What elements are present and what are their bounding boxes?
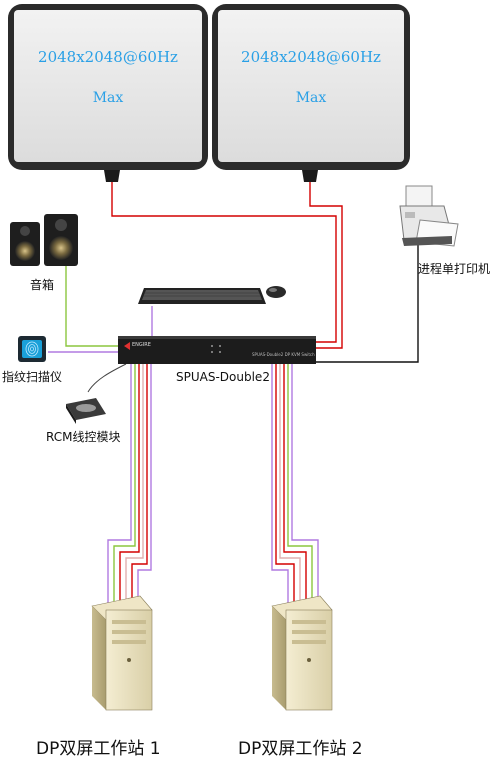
rcm-module-icon — [66, 398, 106, 424]
monitor-1-resolution: 2048x2048@60Hz — [38, 48, 178, 66]
video-cable-monitor-2 — [309, 182, 343, 349]
workstation-2-label: DP双屏工作站 2 — [238, 739, 363, 759]
workstation-1-label: DP双屏工作站 1 — [36, 739, 161, 759]
cables — [48, 182, 419, 604]
cable-bundle-ws1 — [107, 364, 152, 604]
speakers-icon — [10, 214, 78, 266]
rcm-cable — [87, 363, 127, 393]
switch-label: SPUAS-Double2 — [176, 370, 270, 384]
workstation-2-tower — [271, 595, 333, 711]
video-cable-monitor-1 — [111, 182, 337, 343]
monitor-2 — [212, 4, 410, 182]
monitor-2-mode: Max — [295, 90, 327, 106]
monitor-1 — [8, 4, 208, 182]
speakers-label: 音箱 — [30, 278, 55, 292]
switch-model-line: SPUAS-Double2 DP KVM Switch — [252, 352, 315, 357]
kvm-switch — [118, 336, 316, 364]
monitor-1-mode: Max — [92, 90, 124, 106]
fingerprint-scanner-icon — [18, 336, 46, 362]
switch-brand: ENGIRE — [132, 342, 151, 348]
audio-cable — [65, 262, 118, 347]
rcm-label: RCM线控模块 — [46, 430, 121, 444]
printer-cable — [316, 244, 419, 363]
mouse-icon — [266, 286, 286, 298]
fingerprint-label: 指纹扫描仪 — [2, 370, 63, 384]
printer-icon — [399, 185, 459, 247]
cable-bundle-ws2 — [271, 364, 319, 604]
workstation-1-tower — [91, 595, 153, 711]
printer-label: 进程单打印机 — [418, 262, 491, 276]
monitor-2-resolution: 2048x2048@60Hz — [241, 48, 381, 66]
keyboard-icon — [138, 288, 266, 304]
